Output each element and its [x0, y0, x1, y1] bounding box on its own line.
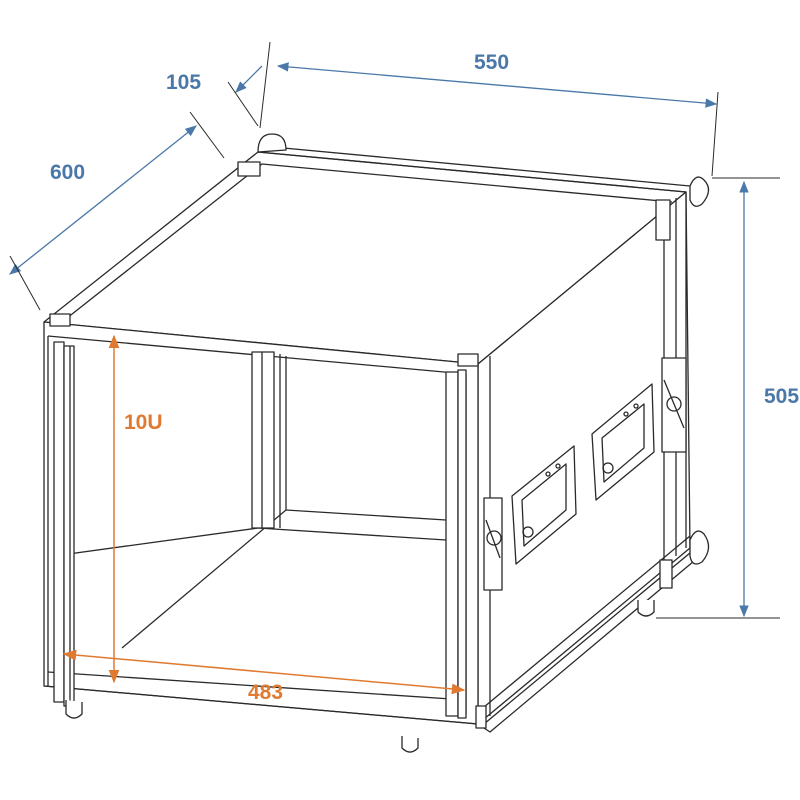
butterfly-latch-rear: [661, 357, 687, 453]
side-panel-right: [477, 191, 701, 733]
lid-depth-dimension-arrow: [235, 65, 263, 93]
interior-back: [53, 356, 447, 649]
ball-corners: [257, 133, 710, 565]
dimension-lines-orange: [62, 334, 466, 695]
rack-rail-right: [445, 369, 467, 719]
width-label: 550: [474, 51, 510, 74]
height-label: 505: [764, 385, 800, 408]
dimension-lines-blue: [9, 62, 749, 618]
rack-units-label: 10U: [124, 411, 163, 434]
butterfly-latch-front: [483, 497, 503, 591]
side-handle-left: [511, 445, 577, 565]
width-dimension-arrow: [276, 62, 718, 108]
rack-width-label: 483: [248, 681, 284, 704]
lid-depth-label: 105: [166, 71, 202, 94]
depth-label: 600: [50, 161, 86, 184]
rack-rail-back: [251, 351, 281, 529]
depth-dimension-arrow: [9, 125, 197, 275]
rack-width-dimension-arrow: [62, 649, 466, 695]
corner-brackets: [49, 161, 673, 729]
side-handle-right: [591, 383, 655, 501]
rack-rail-left: [53, 341, 75, 707]
extension-lines: [9, 41, 780, 619]
feet: [65, 600, 655, 753]
